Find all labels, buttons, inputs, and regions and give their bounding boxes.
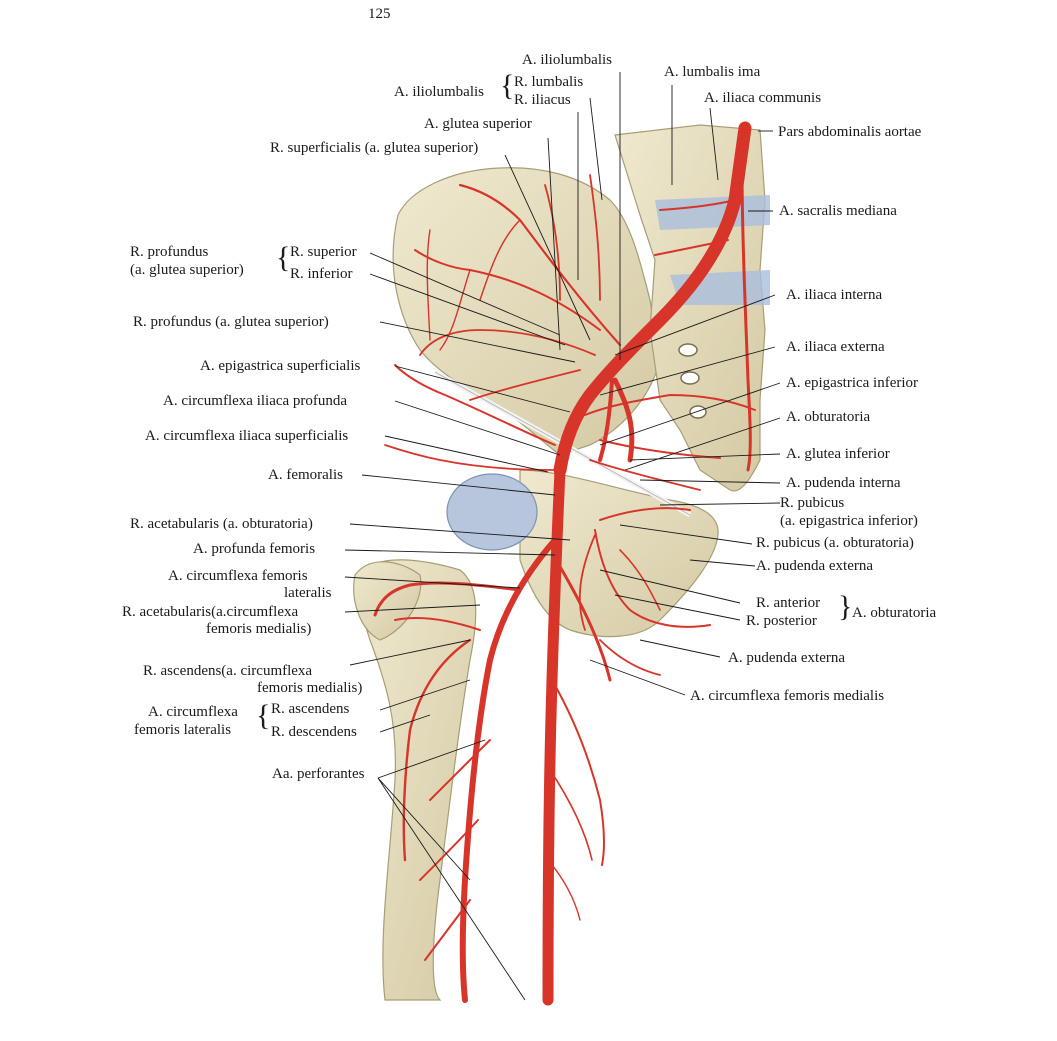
label-r-pubicus-1: R. pubicus	[780, 495, 845, 511]
label-iliolumbalis-top: A. iliolumbalis	[522, 52, 612, 68]
label-pudenda-externa-1: A. pudenda externa	[756, 558, 874, 574]
label-pudenda-externa-2: A. pudenda externa	[728, 650, 846, 666]
label-circ-iliaca-profunda: A. circumflexa iliaca profunda	[163, 393, 348, 409]
label-circ-fem-lat-2: lateralis	[284, 585, 332, 601]
label-perforantes: Aa. perforantes	[272, 766, 365, 782]
label-r-ascendens-cfm-2: femoris medialis)	[257, 680, 363, 696]
label-r-lumbalis: R. lumbalis	[514, 74, 584, 90]
label-r-inferior: R. inferior	[290, 266, 353, 282]
label-r-superior: R. superior	[290, 244, 357, 260]
label-r-iliacus: R. iliacus	[514, 92, 571, 108]
label-r-pubicus-2: (a. epigastrica inferior)	[780, 513, 918, 529]
label-obturatoria: A. obturatoria	[786, 409, 871, 425]
label-sacralis-mediana: A. sacralis mediana	[779, 203, 897, 219]
brace-cfl: {	[256, 699, 271, 732]
label-r-acetabularis-obt: R. acetabularis (a. obturatoria)	[130, 516, 313, 532]
label-r-pubicus-obt: R. pubicus (a. obturatoria)	[756, 535, 914, 551]
label-r-profundus-1: R. profundus	[130, 244, 209, 260]
label-obturatoria-2: A. obturatoria	[852, 605, 937, 621]
label-iliaca-externa: A. iliaca externa	[786, 339, 885, 355]
femoral-artery	[542, 464, 566, 1006]
label-r-superficialis: R. superficialis (a. glutea superior)	[270, 140, 479, 156]
label-epigastrica-inferior: A. epigastrica inferior	[786, 375, 919, 391]
label-circ-fem-medialis: A. circumflexa femoris medialis	[690, 688, 885, 704]
label-r-ascendens: R. ascendens	[271, 701, 350, 717]
label-cfl-1: A. circumflexa	[148, 704, 238, 720]
label-circ-iliaca-superficialis: A. circumflexa iliaca superficialis	[145, 428, 349, 444]
label-iliaca-communis: A. iliaca communis	[704, 90, 822, 106]
label-epigastrica-superficialis: A. epigastrica superficialis	[200, 358, 361, 374]
label-circ-fem-lat-1: A. circumflexa femoris	[168, 568, 308, 584]
label-r-anterior: R. anterior	[756, 595, 821, 611]
sacral-foramina	[678, 343, 707, 419]
label-r-acetab-cfm-2: femoris medialis)	[206, 621, 312, 637]
femoral-head	[446, 473, 538, 551]
label-femoralis: A. femoralis	[268, 467, 343, 483]
brace-iliolumbalis: {	[500, 69, 515, 102]
label-r-acetab-cfm-1: R. acetabularis(a.circumflexa	[122, 604, 299, 620]
label-pudenda-interna: A. pudenda interna	[786, 475, 901, 491]
label-r-profundus-2: (a. glutea superior)	[130, 262, 244, 278]
brace-r-profundus: {	[276, 241, 291, 274]
label-r-descendens: R. descendens	[271, 724, 357, 740]
label-r-profundus-gs: R. profundus (a. glutea superior)	[133, 314, 329, 330]
pubis-ischium	[519, 469, 719, 638]
label-iliaca-interna: A. iliaca interna	[786, 287, 883, 303]
label-r-ascendens-cfm-1: R. ascendens(a. circumflexa	[143, 663, 313, 679]
label-pars-abdominalis: Pars abdominalis aortae	[778, 124, 922, 140]
brace-obturatoria: }	[838, 590, 853, 623]
aorta	[553, 121, 752, 477]
label-r-posterior: R. posterior	[746, 613, 817, 629]
profunda-femoris	[459, 537, 558, 1003]
label-cfl-2: femoris lateralis	[134, 722, 232, 738]
leader-lines	[344, 72, 781, 1001]
arteries	[373, 121, 756, 1006]
label-lumbalis-ima: A. lumbalis ima	[664, 64, 761, 80]
label-glutea-inferior: A. glutea inferior	[786, 446, 890, 462]
label-profunda-femoris: A. profunda femoris	[193, 541, 316, 557]
page-number: 125	[368, 6, 391, 22]
label-iliolumbalis-left: A. iliolumbalis	[394, 84, 484, 100]
label-glutea-superior: A. glutea superior	[424, 116, 532, 132]
disc-1	[655, 195, 770, 230]
greater-trochanter	[353, 561, 422, 641]
